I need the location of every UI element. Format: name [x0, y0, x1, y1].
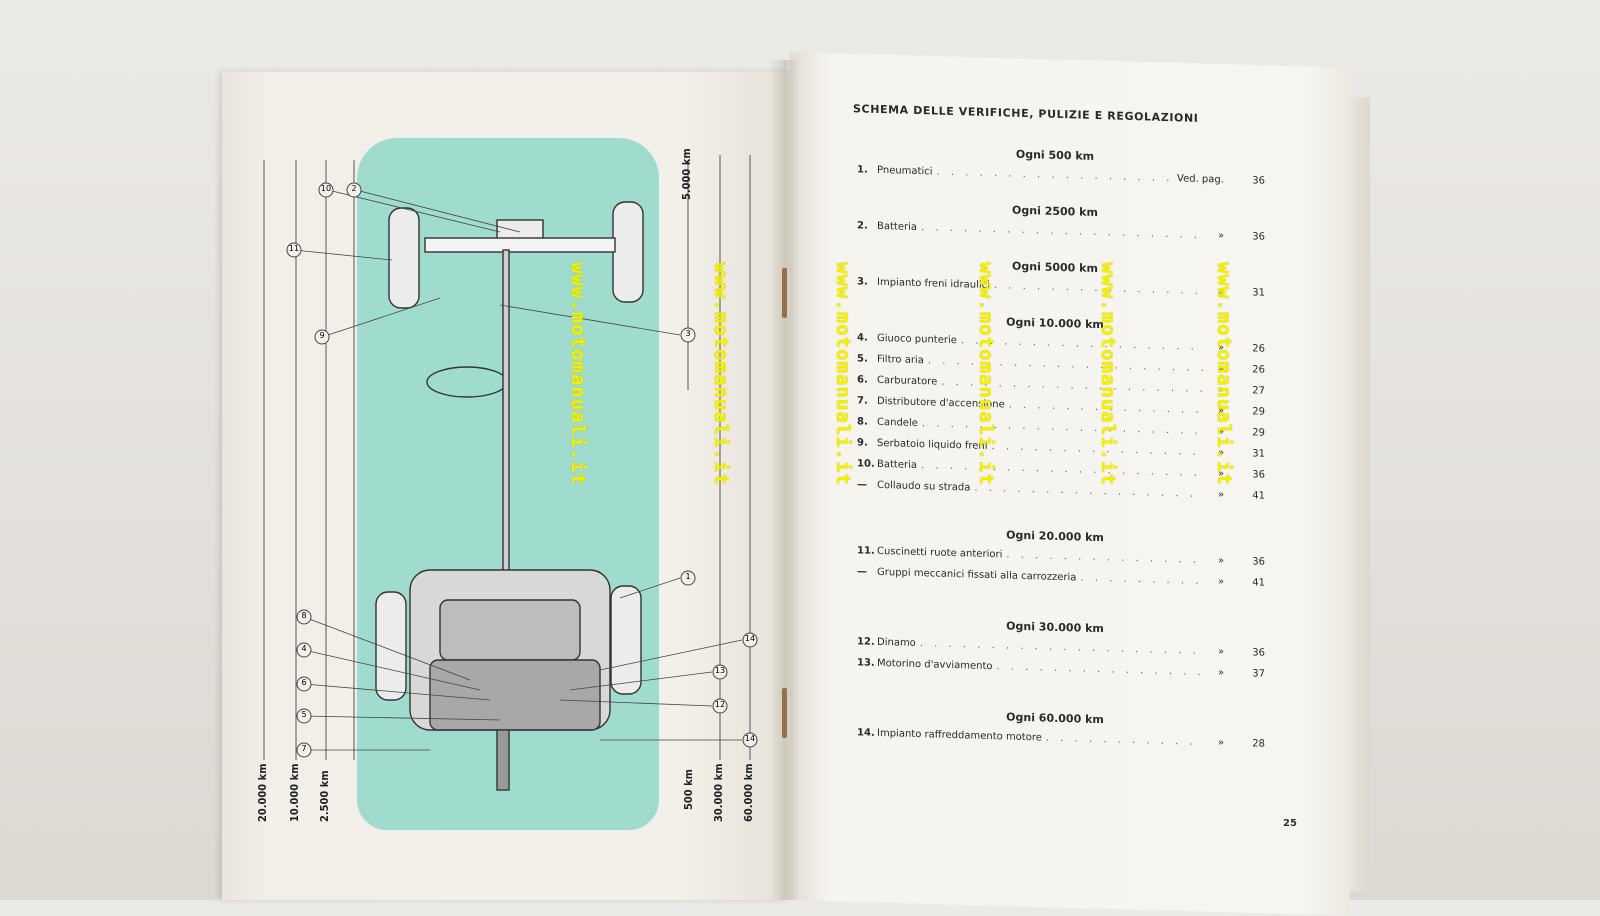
scale-label-20000: 20.000 km	[256, 763, 269, 822]
callout-9: 9	[314, 329, 330, 349]
callout-14-upper: 14	[742, 632, 758, 652]
schedule-row: 2.Batteria»36	[857, 220, 1265, 252]
section-heading: Ogni 5000 km	[1012, 259, 1098, 276]
section-heading: Ogni 60.000 km	[1006, 710, 1104, 727]
section-heading: Ogni 30.000 km	[1006, 619, 1104, 636]
section-heading: Ogni 2500 km	[1012, 203, 1098, 220]
callout-10: 10	[318, 182, 334, 202]
watermark: www.motomanuali.it	[832, 262, 854, 486]
scale-label-10000: 10.000 km	[288, 763, 301, 822]
watermark: www.motomanuali.it	[1213, 262, 1235, 486]
scale-label-500: 500 km	[682, 769, 695, 810]
callout-5: 5	[296, 708, 312, 728]
callout-11: 11	[286, 242, 302, 262]
schedule-row: 1.PneumaticiVed. pag.36	[857, 164, 1265, 196]
section-heading: Ogni 20.000 km	[1006, 528, 1104, 545]
watermark: www.motomanuali.it	[975, 262, 997, 486]
callout-14-lower: 14	[742, 732, 758, 752]
watermark: www.motomanuali.it	[1097, 262, 1119, 486]
section-heading: Ogni 500 km	[1015, 147, 1095, 163]
page-number: 25	[1283, 818, 1297, 829]
callout-8: 8	[296, 609, 312, 629]
scale-label-2500: 2.500 km	[318, 770, 331, 822]
book-gutter	[770, 60, 800, 900]
callout-4: 4	[296, 642, 312, 662]
callout-3: 3	[680, 327, 696, 347]
callout-13: 13	[712, 664, 728, 684]
scale-label-5000: 5.000 km	[680, 148, 693, 200]
callout-1: 1	[680, 570, 696, 590]
watermark: www.motomanuali.it	[567, 262, 589, 486]
callout-6: 6	[296, 676, 312, 696]
schedule-row: 3.Impianto freni idraulici»31	[857, 276, 1265, 308]
staple-bottom	[782, 688, 787, 738]
callout-7: 7	[296, 742, 312, 762]
watermark: www.motomanuali.it	[710, 262, 732, 486]
staple-top	[782, 268, 787, 318]
callout-12: 12	[712, 698, 728, 718]
callout-2: 2	[346, 182, 362, 202]
maintenance-schedule: SCHEMA DELLE VERIFICHE, PULIZIE E REGOLA…	[845, 100, 1265, 760]
scale-label-30000: 30.000 km	[712, 763, 725, 822]
scale-label-60000: 60.000 km	[742, 763, 755, 822]
section-heading: Ogni 10.000 km	[1006, 315, 1104, 332]
